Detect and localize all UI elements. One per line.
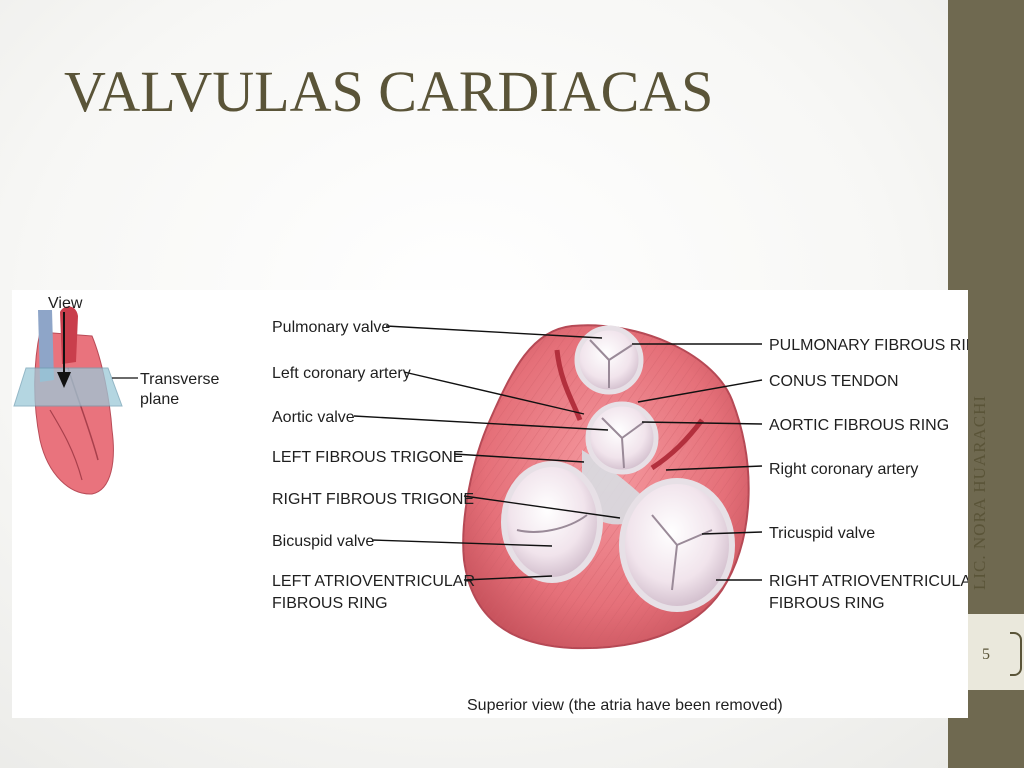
page-bracket-icon: [1010, 632, 1022, 676]
label-tricuspid-valve: Tricuspid valve: [769, 525, 875, 542]
label-bicuspid-valve: Bicuspid valve: [272, 533, 374, 550]
label-left-av-ring-2: FIBROUS RING: [272, 595, 388, 612]
label-conus-tendon: CONUS TENDON: [769, 373, 899, 390]
label-pulmonary-fibrous-ring: PULMONARY FIBROUS RING: [769, 337, 968, 354]
label-right-fibrous-trigone: RIGHT FIBROUS TRIGONE: [272, 491, 474, 508]
label-left-fibrous-trigone: LEFT FIBROUS TRIGONE: [272, 449, 463, 466]
label-pulmonary-valve: Pulmonary valve: [272, 319, 390, 336]
slide-title: VALVULAS CARDIACAS: [64, 59, 714, 124]
author-label: LIC. NORA HUARACHI: [970, 394, 989, 590]
label-right-av-ring-2: FIBROUS RING: [769, 595, 885, 612]
transverse-plane: [13, 367, 123, 407]
view-label: View: [48, 295, 83, 312]
plane-label-1: Transverse: [140, 371, 220, 388]
plane-label-2: plane: [140, 391, 179, 408]
figure-caption: Superior view (the atria have been remov…: [467, 697, 783, 714]
label-right-coronary-artery: Right coronary artery: [769, 461, 918, 478]
heart-valves-figure: View Transverse plane: [12, 290, 968, 718]
label-aortic-valve: Aortic valve: [272, 409, 355, 426]
label-left-coronary-artery: Left coronary artery: [272, 365, 411, 382]
aortic-valve: [585, 401, 659, 475]
heart-valves-illustration: View Transverse plane: [13, 295, 968, 714]
left-coronary-artery: [554, 349, 583, 421]
page-number-box: [968, 614, 1024, 690]
leader-lines-left: [353, 325, 621, 581]
label-left-av-ring-1: LEFT ATRIOVENTRICULAR: [272, 573, 475, 590]
label-right-av-ring-1: RIGHT ATRIOVENTRICULAR: [769, 573, 968, 590]
right-coronary-artery: [650, 418, 704, 471]
bicuspid-valve: [501, 461, 603, 583]
pulmonary-valve: [574, 325, 644, 395]
page-number: 5: [982, 646, 990, 663]
tricuspid-valve: [619, 478, 735, 612]
view-arrow-icon: [57, 312, 71, 388]
label-aortic-fibrous-ring: AORTIC FIBROUS RING: [769, 417, 949, 434]
leader-lines-right: [632, 343, 763, 581]
